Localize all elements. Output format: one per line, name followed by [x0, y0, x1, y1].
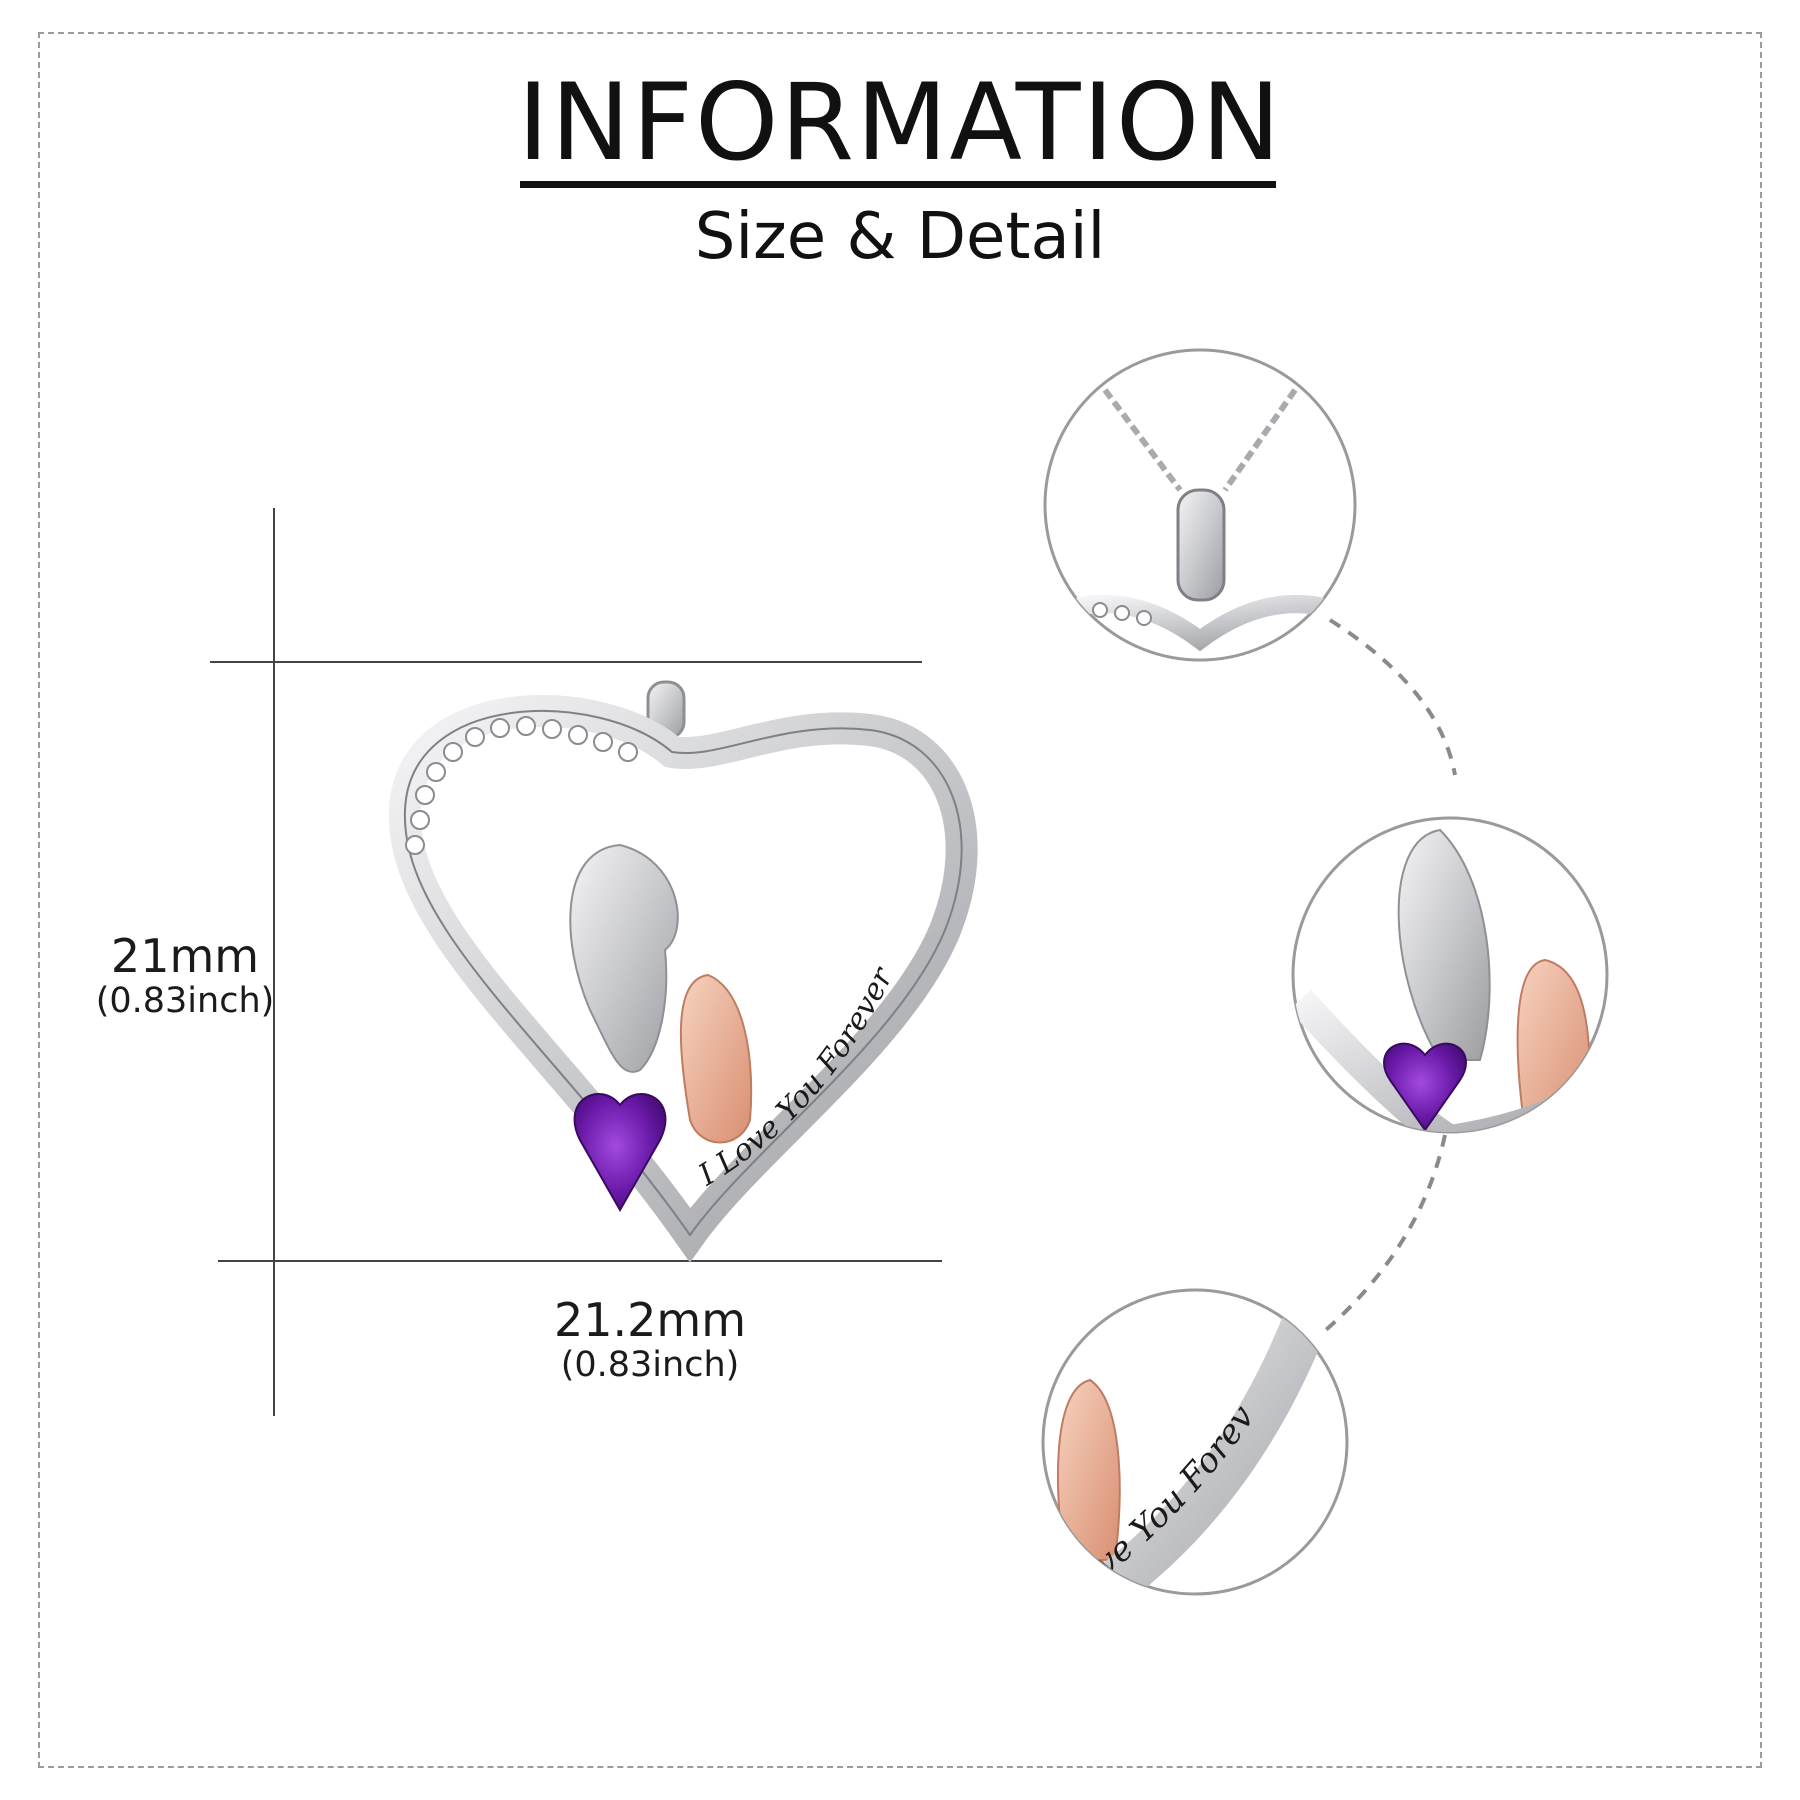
- page-title: INFORMATION: [517, 61, 1283, 184]
- bottom-dimension-line: [218, 1260, 942, 1262]
- pave-stones: [405, 716, 638, 855]
- zoom-engraving-circle: ove You Forev: [1041, 1288, 1349, 1596]
- pendant-image: I Love You Forever: [388, 680, 978, 1263]
- height-inch-label: (0.83inch): [95, 981, 275, 1021]
- zoom-figures-circle: I Love Y: [1291, 816, 1609, 1134]
- zoom-bail-circle: [1043, 348, 1357, 662]
- top-dimension-line: [210, 661, 922, 663]
- title-underline: [520, 181, 1276, 188]
- dashed-frame: [38, 32, 1762, 1768]
- page-subtitle: Size & Detail: [694, 200, 1106, 274]
- amethyst-heart: [573, 1093, 667, 1213]
- child-figure: [679, 973, 753, 1144]
- vertical-dimension-line: [273, 508, 275, 1416]
- mother-figure: [569, 843, 679, 1073]
- zoom-connector: [1318, 618, 1457, 1337]
- width-inch-label: (0.83inch): [560, 1345, 740, 1385]
- height-mm-label: 21mm: [110, 929, 260, 983]
- width-mm-label: 21.2mm: [553, 1293, 747, 1347]
